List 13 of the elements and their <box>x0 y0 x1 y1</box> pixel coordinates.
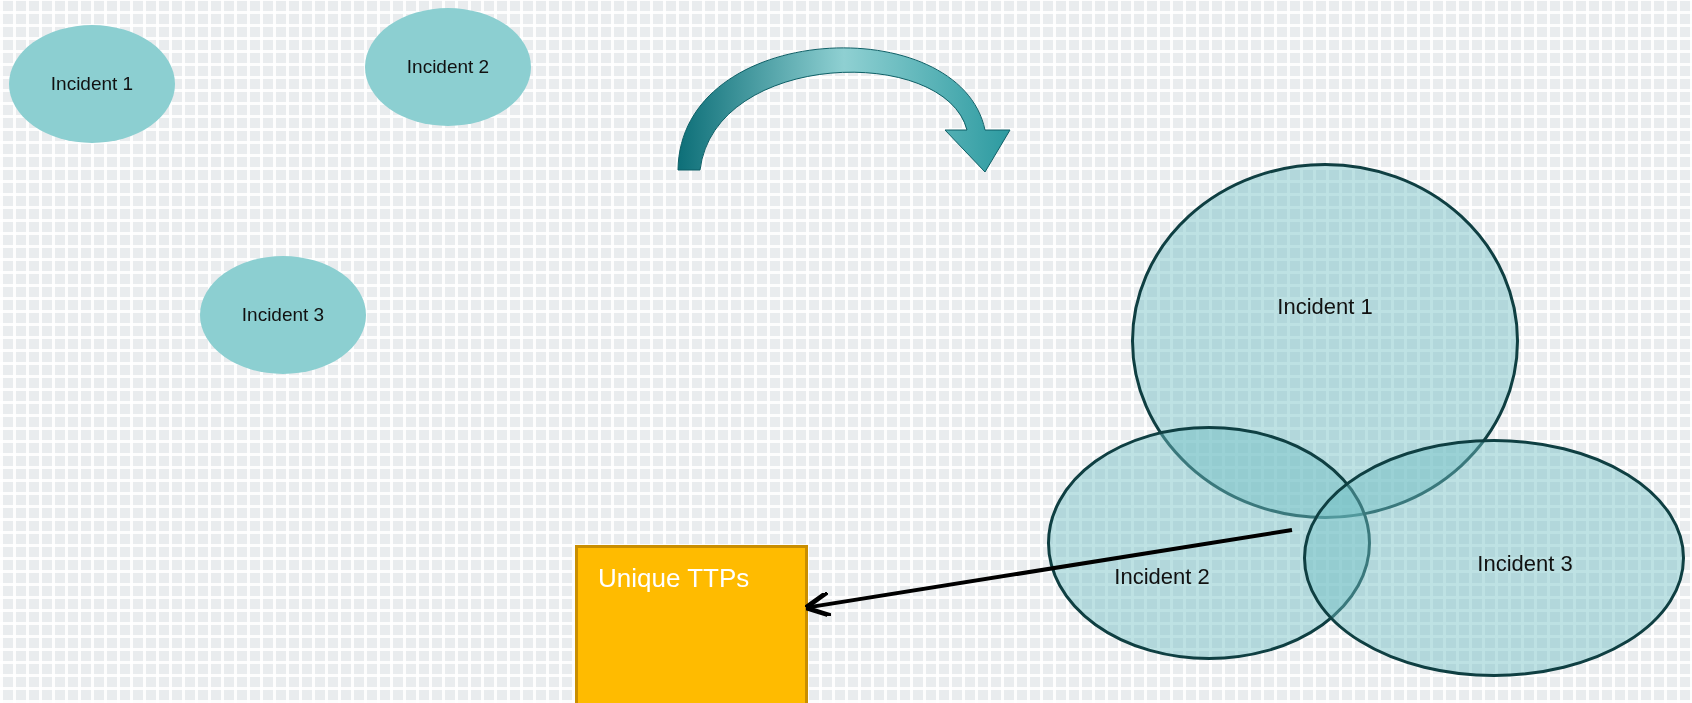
arrow <box>803 528 1293 619</box>
node-label: Incident 2 <box>406 56 490 78</box>
node-label: Incident 1 <box>1277 294 1373 320</box>
node-label: Incident 1 <box>50 73 134 95</box>
ellipse-node <box>9 25 175 143</box>
ellipse-node <box>365 8 531 126</box>
note-box <box>575 545 808 703</box>
ellipse-node <box>1303 439 1685 677</box>
node-label: Incident 3 <box>1477 551 1573 577</box>
node-label: Incident 3 <box>241 304 325 326</box>
node-label: Incident 2 <box>1114 564 1210 590</box>
note-text: Unique TTPs <box>598 562 750 594</box>
ellipse-node <box>200 256 366 374</box>
